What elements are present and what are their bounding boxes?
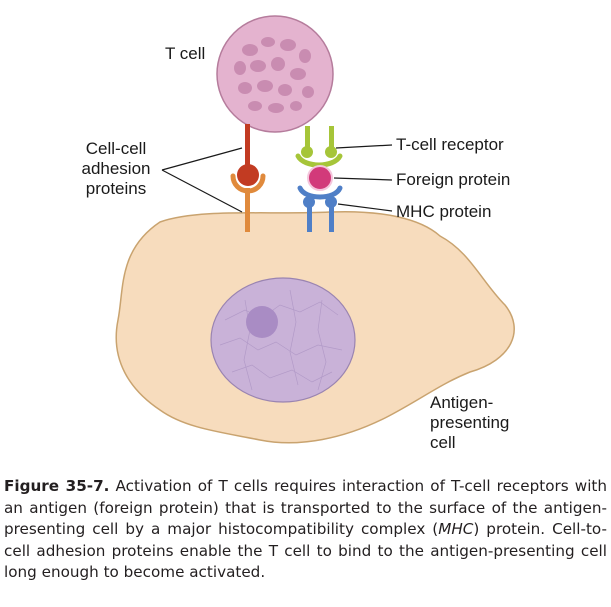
label-mhc-protein: MHC protein [396,202,492,221]
foreign-protein [307,165,333,191]
label-apc-line2: presenting [430,413,510,432]
label-foreign-protein: Foreign protein [396,170,511,189]
caption-text-part2: ) protein. Cell-to-cell adhesion protein… [4,520,607,581]
adhesion-protein-apc [230,173,266,232]
t-cell-body [216,15,334,133]
caption-text-italic: MHC [438,520,474,538]
label-adhesion-line2: adhesion [81,159,151,178]
leader-mhc [337,203,393,212]
figure-number: Figure 35-7. [4,477,110,495]
label-apc-line3: cell [430,433,456,452]
leader-tcr [335,144,393,149]
leader-adhesion-top [161,147,243,171]
label-t-cell: T cell [165,44,206,63]
mhc-protein [297,185,343,232]
apc-nucleus [210,277,356,403]
leader-foreign [333,177,393,181]
leader-adhesion-bottom [161,169,243,213]
label-adhesion-line1: Cell-cell [85,139,147,158]
leader-lines [161,144,393,213]
figure-caption: Figure 35-7. Activation of T cells requi… [4,476,607,584]
label-antigen-presenting-cell: Antigen- presenting cell [430,393,509,453]
t-cell-cytoplasm-texture [234,37,314,113]
t-cell-receptor [295,126,343,168]
label-t-cell-receptor: T-cell receptor [396,135,504,154]
nucleus-chromatin [219,289,343,391]
label-apc-line1: Antigen- [430,393,494,412]
t-cell-activation-diagram [115,15,515,444]
label-adhesion-proteins: Cell-cell adhesion proteins [66,139,166,199]
label-adhesion-line3: proteins [85,179,147,198]
caption-text-part1: Activation of T cells requires interacti… [4,477,608,538]
apc-nucleolus [246,306,278,338]
adhesion-protein-tcell [237,124,259,186]
